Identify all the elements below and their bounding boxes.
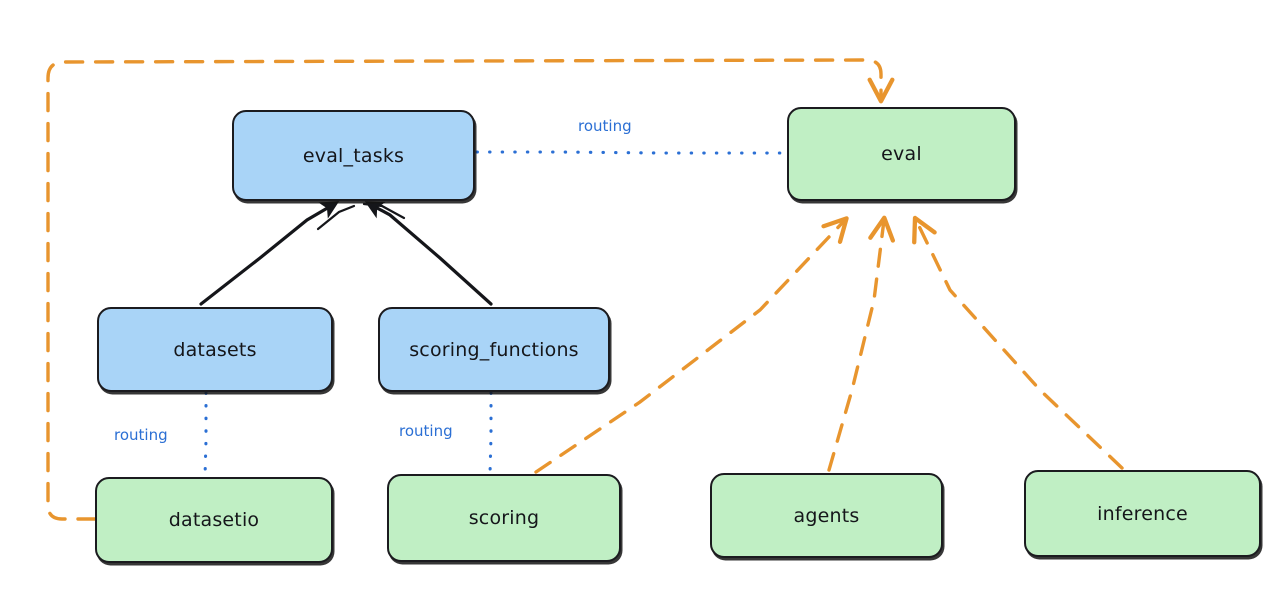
- edge-datasets-to-eval-tasks: [199, 201, 340, 306]
- node-datasetio[interactable]: datasetio: [95, 477, 333, 563]
- edge-scoring-functions-to-eval-tasks: [364, 201, 493, 306]
- edge-datasets-to-datasetio: [203, 391, 208, 479]
- edge-scoring-functions-to-eval-tasks-sketch: [362, 202, 406, 220]
- node-label-agents: agents: [793, 504, 860, 527]
- node-eval[interactable]: eval: [787, 107, 1016, 201]
- edge-scoring-to-eval: [534, 216, 849, 474]
- edge-label-routing-eval-tasks-eval: routing: [578, 117, 632, 135]
- node-agents[interactable]: agents: [710, 473, 943, 558]
- edge-inference-to-eval: [912, 215, 1124, 470]
- node-label-inference: inference: [1097, 502, 1188, 525]
- node-label-eval-tasks: eval_tasks: [302, 144, 405, 167]
- edge-agents-to-eval: [827, 215, 896, 472]
- edge-datasets-to-eval-tasks-sketch: [316, 204, 356, 231]
- node-scoring[interactable]: scoring: [387, 474, 621, 562]
- edge-label-routing-datasets-datasetio: routing: [114, 426, 168, 444]
- edge-eval-tasks-to-eval: [475, 150, 788, 155]
- edge-label-routing-scoring-functions-scoring: routing: [399, 422, 453, 440]
- node-label-scoring-functions: scoring_functions: [409, 338, 579, 361]
- node-datasets[interactable]: datasets: [97, 307, 333, 392]
- node-label-scoring: scoring: [468, 507, 540, 529]
- edge-scoring-functions-to-scoring: [488, 391, 493, 476]
- node-label-eval: eval: [881, 143, 922, 165]
- edge-datasetio-to-eval: [46, 58, 895, 521]
- node-label-datasets: datasets: [173, 338, 257, 361]
- node-scoring-functions[interactable]: scoring_functions: [378, 307, 610, 392]
- node-label-datasetio: datasetio: [168, 509, 260, 531]
- node-eval-tasks[interactable]: eval_tasks: [232, 110, 475, 201]
- node-inference[interactable]: inference: [1024, 470, 1261, 557]
